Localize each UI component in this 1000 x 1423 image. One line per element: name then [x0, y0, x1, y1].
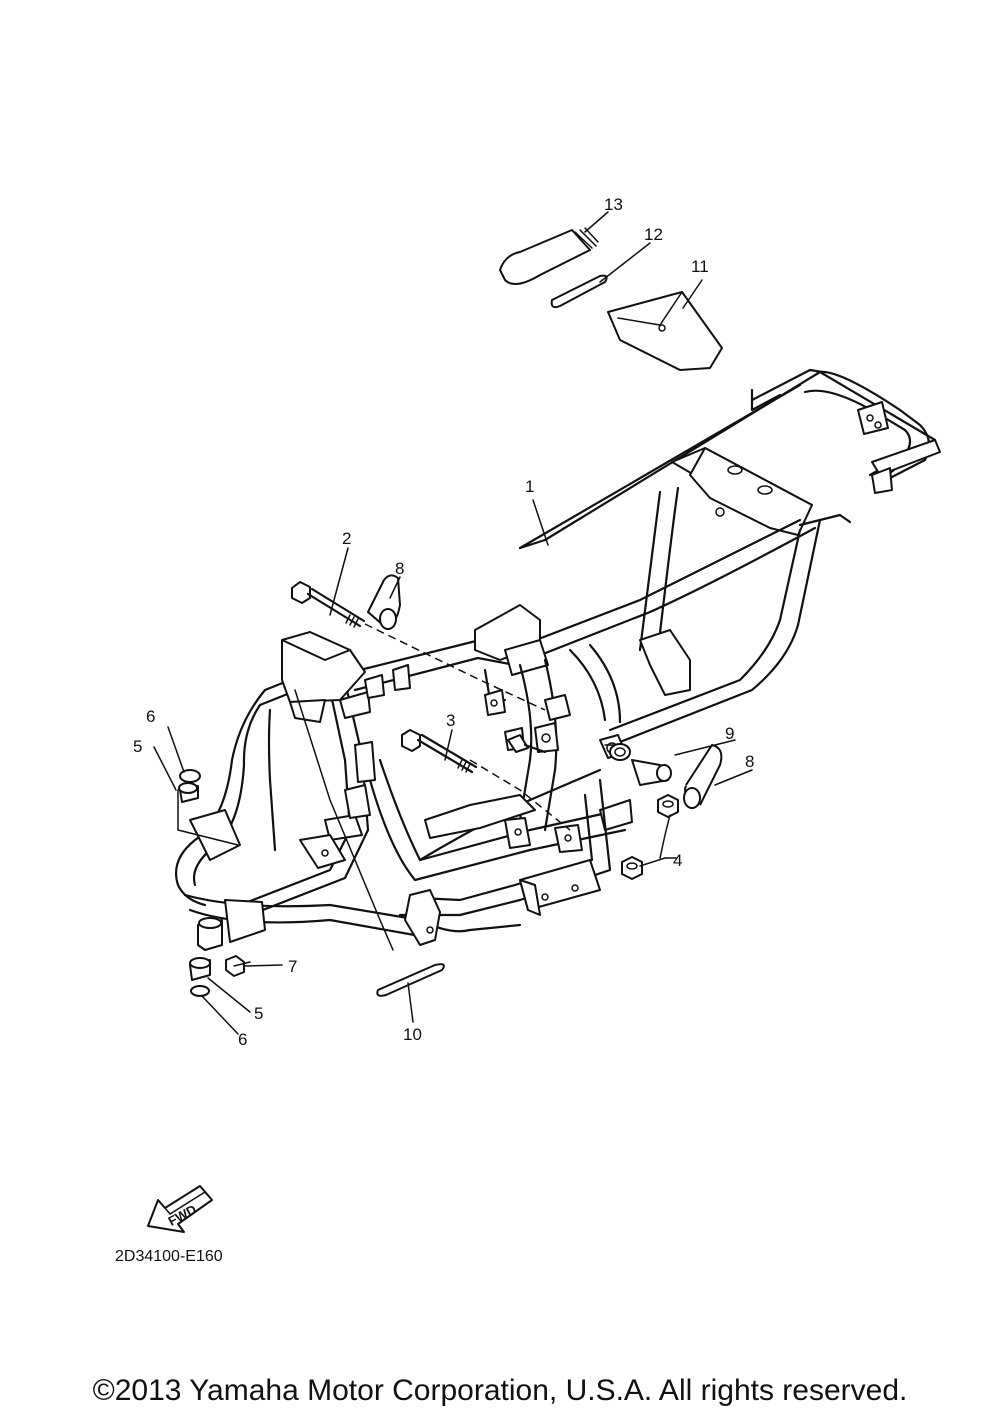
callout-10: 10 — [403, 1025, 422, 1044]
bolt-alignment-line-2 — [469, 759, 571, 831]
leader-lines — [153, 211, 753, 1035]
o-ring-lower — [190, 985, 210, 997]
callout-5-lower: 5 — [254, 1004, 263, 1023]
callout-13: 13 — [604, 195, 623, 214]
grommet-upper — [178, 782, 199, 803]
collar-upper — [367, 574, 401, 630]
nut-upper — [657, 794, 679, 818]
callout-1: 1 — [525, 477, 534, 496]
callout-11: 11 — [691, 257, 709, 276]
spacer — [609, 743, 672, 786]
tool-pouch — [607, 291, 723, 371]
callout-6-lower: 6 — [238, 1030, 247, 1049]
small-bolt — [225, 955, 251, 977]
callout-5-upper: 5 — [133, 737, 142, 756]
callout-12: 12 — [644, 225, 663, 244]
o-ring-upper — [179, 769, 201, 783]
callout-8-upper: 8 — [395, 559, 404, 578]
fwd-arrow: FWD — [147, 1185, 213, 1233]
long-bolt-upper — [291, 581, 366, 628]
callout-7: 7 — [288, 957, 297, 976]
stud — [507, 734, 547, 754]
drawing-code: 2D34100-E160 — [115, 1248, 223, 1265]
callout-4: 4 — [673, 851, 682, 870]
label-strip — [499, 227, 599, 285]
callout-3: 3 — [446, 711, 455, 730]
strap-ring — [550, 274, 608, 309]
main-frame — [174, 368, 941, 951]
bolt-alignment-line — [364, 623, 546, 711]
callout-8-right: 8 — [745, 752, 754, 771]
grommet-lower — [189, 957, 211, 981]
callout-9: 9 — [725, 724, 734, 743]
nut-lower — [621, 856, 643, 880]
collar-right — [683, 744, 723, 809]
callout-6-upper: 6 — [146, 707, 155, 726]
plate — [376, 963, 445, 997]
long-bolt-lower — [401, 729, 478, 774]
callout-numbers: 1 2 3 4 5 5 6 6 7 8 8 9 10 11 12 13 — [133, 195, 754, 1049]
copyright-notice: ©2013 Yamaha Motor Corporation, U.S.A. A… — [92, 1374, 908, 1407]
callout-2: 2 — [342, 529, 351, 548]
